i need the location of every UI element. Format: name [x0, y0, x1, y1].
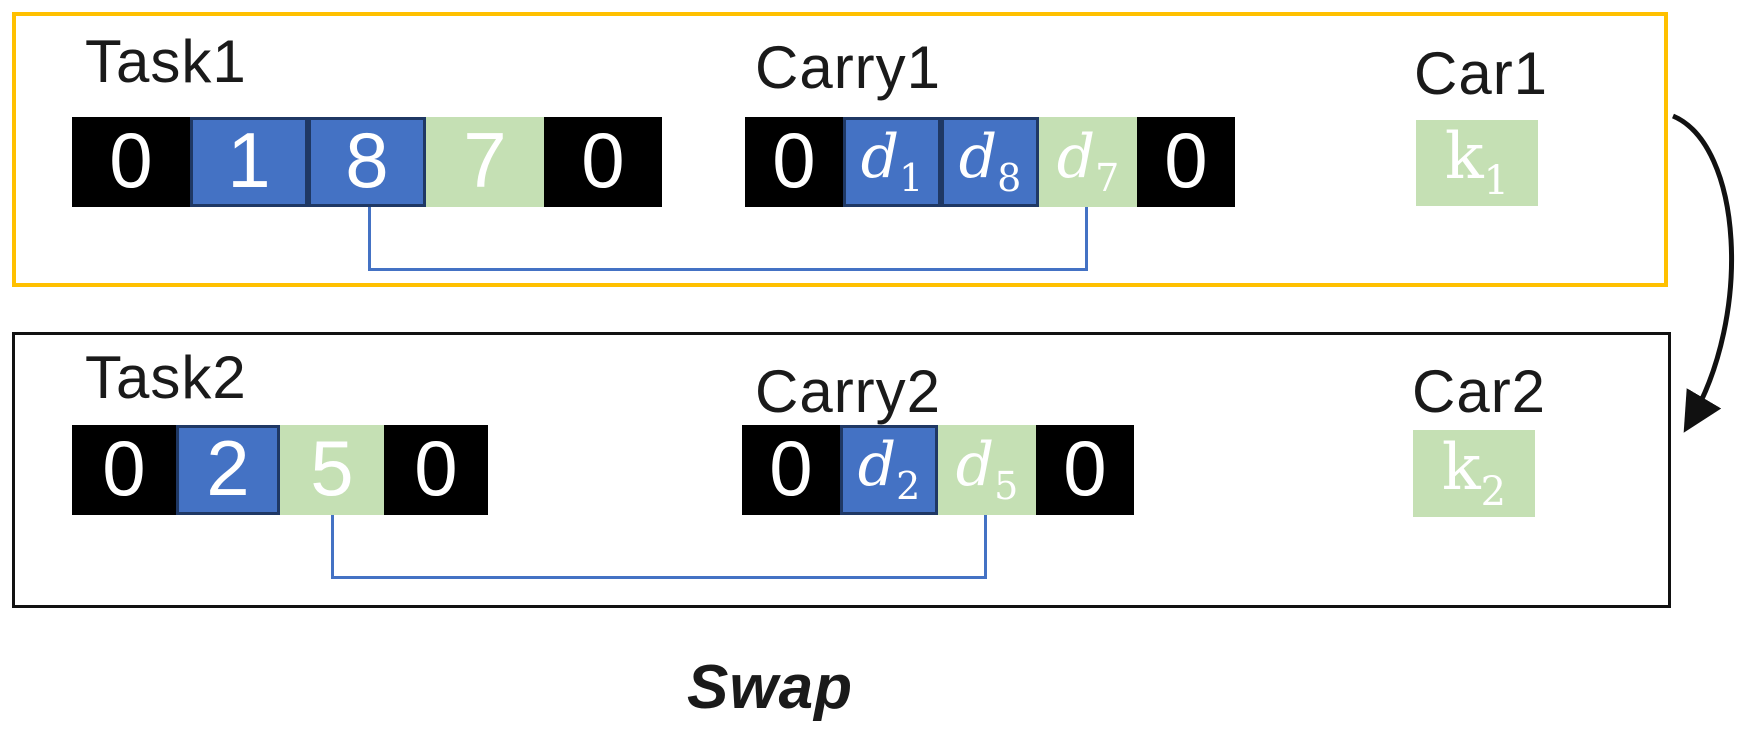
curved-swap-arrow-icon — [1672, 113, 1735, 433]
cell-value: 0 — [581, 116, 625, 204]
task1-row: 0 1 8 7 0 — [72, 117, 662, 207]
swap-caption: Swap — [687, 653, 853, 722]
cell-value: d2 — [857, 430, 921, 508]
cell-value: d8 — [958, 122, 1022, 200]
carry2-cell: 0 — [742, 425, 840, 515]
carry2-cell: d5 — [938, 425, 1036, 515]
carry1-cell: d7 — [1039, 117, 1137, 207]
car2-cell: k2 — [1413, 430, 1535, 517]
cell-value: 1 — [227, 116, 271, 204]
carry2-label: Carry2 — [755, 358, 942, 425]
task1-cell: 8 — [308, 117, 426, 207]
cell-value: 0 — [769, 424, 813, 512]
cell-value: k1 — [1444, 120, 1510, 204]
cell-value: 0 — [102, 424, 146, 512]
cell-value: 0 — [1063, 424, 1107, 512]
task1-cell: 7 — [426, 117, 544, 207]
task1-cell: 0 — [72, 117, 190, 207]
task1-cell: 1 — [190, 117, 308, 207]
carry1-cell: 0 — [745, 117, 843, 207]
group1-box — [12, 12, 1668, 287]
carry1-cell: d8 — [941, 117, 1039, 207]
task2-row: 0 2 5 0 — [72, 425, 488, 515]
cell-value: 0 — [1164, 116, 1208, 204]
task2-cell: 0 — [72, 425, 176, 515]
carry1-cell: 0 — [1137, 117, 1235, 207]
task1-label: Task1 — [85, 28, 247, 95]
cell-value: d5 — [955, 430, 1019, 508]
cell-value: k2 — [1441, 430, 1507, 515]
cell-value: 2 — [206, 424, 250, 512]
cell-value: 8 — [345, 116, 389, 204]
carry2-cell: 0 — [1036, 425, 1134, 515]
cell-value: 5 — [310, 424, 354, 512]
task2-cell: 5 — [280, 425, 384, 515]
carry1-label: Carry1 — [755, 34, 942, 101]
cell-value: 0 — [772, 116, 816, 204]
cell-value: d1 — [860, 122, 924, 200]
cell-value: 0 — [414, 424, 458, 512]
swap-connector-line-bottom — [331, 515, 987, 579]
task2-cell: 0 — [384, 425, 488, 515]
task1-cell: 0 — [544, 117, 662, 207]
carry2-row: 0 d2 d5 0 — [742, 425, 1134, 515]
car1-cell: k1 — [1416, 120, 1538, 206]
carry1-row: 0 d1 d8 d7 0 — [745, 117, 1235, 207]
car2-label: Car2 — [1412, 358, 1547, 425]
swap-connector-line-top — [368, 207, 1088, 271]
group2-box — [12, 332, 1671, 608]
cell-value: 0 — [109, 116, 153, 204]
car1-label: Car1 — [1414, 40, 1549, 107]
task2-cell: 2 — [176, 425, 280, 515]
cell-value: 7 — [463, 116, 507, 204]
task2-label: Task2 — [85, 344, 247, 411]
carry2-cell: d2 — [840, 425, 938, 515]
cell-value: d7 — [1056, 122, 1120, 200]
carry1-cell: d1 — [843, 117, 941, 207]
